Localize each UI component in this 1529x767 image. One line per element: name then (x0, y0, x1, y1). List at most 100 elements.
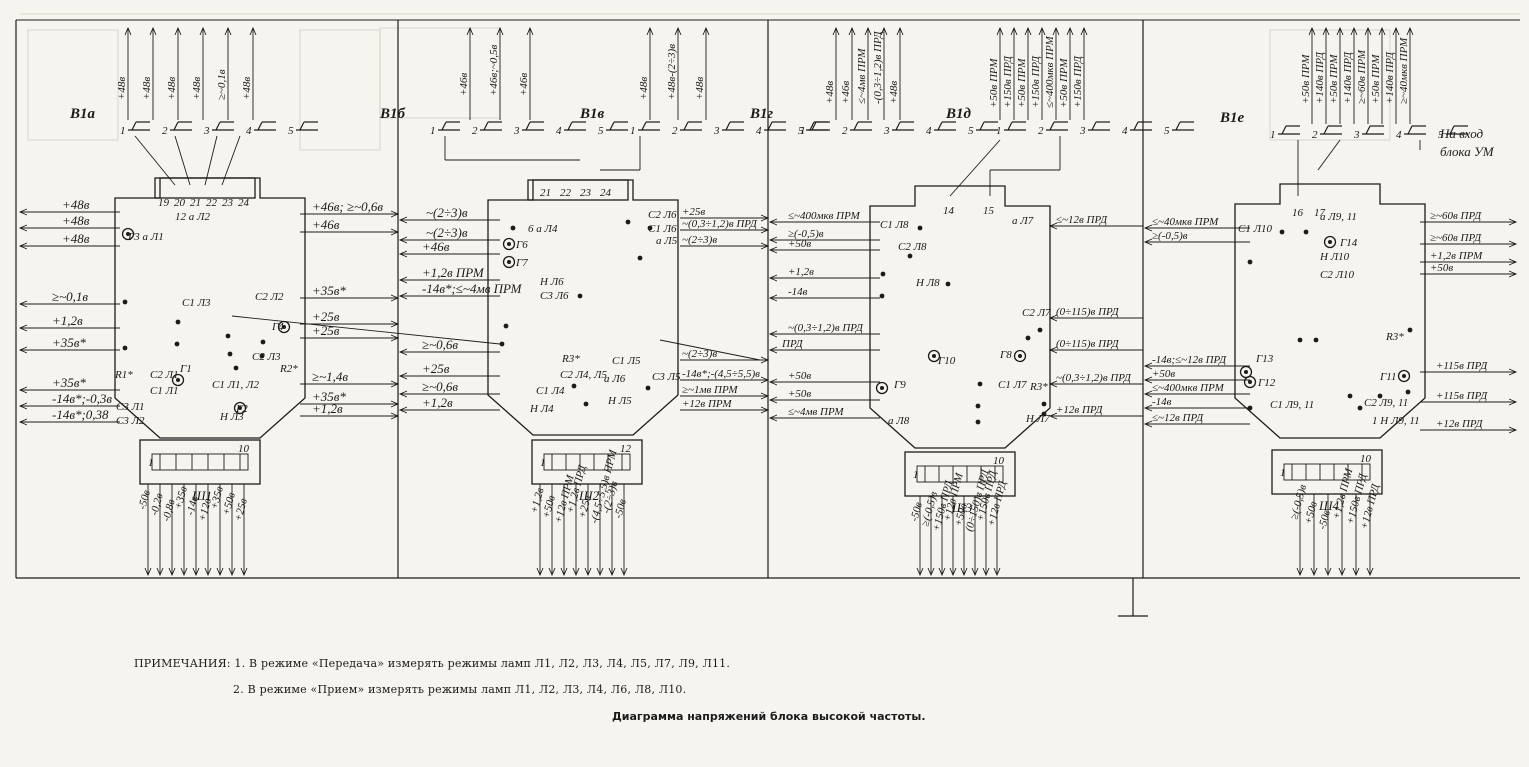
v1g-right-arrow-0-head (1048, 222, 1058, 230)
v1a-left-label-0: +48в (62, 197, 90, 212)
v1b-inner-label-1: Г6 (515, 239, 528, 251)
v1a-socket-pin-19: 19 (158, 197, 170, 209)
sw-v1b-pin-3: 3 (513, 125, 520, 137)
v1a-top-arrow-4-head (224, 26, 232, 36)
v1g-dot-11 (1041, 411, 1047, 417)
v1e-left-arrow-0-head (1143, 224, 1153, 232)
sw-v1v-pin-1: 1 (630, 125, 636, 137)
v1b-inner-label-10: С3 Л5 (652, 371, 681, 383)
v1v-top-arrow-0-head (646, 26, 654, 36)
v1a-socket-pin-23: 23 (222, 197, 234, 209)
v1b-connector-pins (543, 453, 631, 471)
v1a-bottom-voltage-1: -0,2в (148, 492, 165, 517)
v1e-node-g11 (1397, 369, 1411, 383)
v1a-link-2 (174, 135, 191, 186)
v1g-node-g8 (1013, 349, 1027, 363)
v1g-inner-label-7: Г10 (937, 355, 956, 367)
sw-v1v-blade-4 (767, 121, 773, 131)
v1b-inner-label-6: С2 Л4, Л5 (560, 369, 607, 381)
v1g-dot-9 (975, 419, 981, 425)
v1b-left-label-6: +25в (422, 361, 450, 376)
v1b-bottom-arrow-4-head (584, 567, 592, 577)
v1v-right-label-1: ~(0,3÷1,2)в ПРД (682, 218, 758, 230)
v1g-bottom-arrow-7-head (993, 567, 1001, 577)
v1g-inner-label-2: Н Л8 (915, 277, 940, 289)
v1b-left-arrow-7-head (398, 390, 408, 398)
sw-v1g-label: В1г (749, 106, 774, 122)
v1e-left-arrow-1-head (1143, 238, 1153, 246)
v1a-bottom-arrow-4-head (192, 567, 200, 577)
sw-v1d-blade-3 (1091, 121, 1097, 131)
v1g-top-voltage-1: +46в (840, 81, 852, 104)
v1a-left-arrow-0-head (18, 208, 28, 216)
sw-v1g-pin-4: 4 (926, 125, 932, 137)
v1d-top-arrow-3-head (1038, 26, 1046, 36)
v1b-top-arrow-2-head (526, 26, 534, 36)
v1b-socket-pin-22: 22 (560, 187, 572, 199)
v1a-top-arrow-2-head (174, 26, 182, 36)
v1b-left-label-4: -14в*;≤~4мв ПРМ (422, 281, 523, 296)
v1e-left-arrow-4-head (1143, 390, 1153, 398)
sw-v1a-pin-2: 2 (162, 125, 168, 137)
v1a-right-label-2: +35в* (312, 283, 346, 298)
v1a-top-arrow-0-head (124, 26, 132, 36)
v1d-top-arrow-6-head (1080, 26, 1088, 36)
v1g-bottom-arrow-0-head (916, 567, 924, 577)
sw-v1d-blade-5 (1175, 121, 1181, 131)
v1g-left-label-7: +50в (788, 370, 811, 382)
v1e-top-voltage-2: +50в ПРМ (1328, 54, 1340, 104)
v1e-inner-label-9: С2 Л9, 11 (1364, 397, 1408, 409)
v1b-left-arrow-4-head (398, 292, 408, 300)
v1v-right-label-3: ~(2÷3)в (682, 348, 717, 360)
v1e-right-arrow-1-head (1508, 240, 1518, 248)
v1e-dot-10 (1357, 405, 1363, 411)
v1e-dot-5 (1407, 327, 1413, 333)
v1g-link-1 (949, 139, 1001, 197)
v1b-inner-label-4: С3 Л6 (540, 290, 569, 302)
v1e-inner-label-10: 1 Н Л9, 11 (1372, 415, 1420, 427)
v1v-right-arrow-6-head (760, 406, 770, 414)
v1b-bottom-arrow-0-head (536, 567, 544, 577)
v1a-left-arrow-6-head (18, 386, 28, 394)
v1g-left-label-5: ~(0,3÷1,2)в ПРД (788, 322, 864, 334)
v1g-socket-pin-14: 14 (943, 205, 955, 217)
v1g-left-label-9: ≤~4мв ПРМ (788, 406, 844, 418)
v1b-inner-label-8: Н Л4 (529, 403, 554, 415)
v1g-node-g9 (875, 381, 889, 395)
v1d-top-voltage-6: +150в ПРД (1072, 55, 1084, 108)
v1b-dot-1 (577, 293, 583, 299)
v1a-socket-pin-21: 21 (190, 197, 201, 209)
v1g-node-g9-core (880, 386, 884, 390)
sw-v1b-pin-2: 2 (472, 125, 478, 137)
v1e-bottom-voltage-2: -50в (1316, 509, 1333, 531)
v1a-socket-pin-20: 20 (174, 197, 186, 209)
v1a-inner-label-1: 12 а Л2 (175, 211, 210, 223)
v1a-node-g2 (233, 401, 247, 415)
v1v-top-arrow-1-head (674, 26, 682, 36)
v1a-left-label-5: +35в* (52, 335, 86, 350)
v1e-inner-label-5: Г13 (1255, 353, 1274, 365)
v1b-left-label-2: +46в (422, 239, 450, 254)
v1e-top-arrow-3-head (1350, 26, 1358, 36)
v1e-dot-1 (1303, 229, 1309, 235)
v1a-v1b-cross-line (231, 315, 501, 345)
sw-v1d-pin-4: 4 (1122, 125, 1128, 137)
v1a-inner-label-9: Н Л3 (219, 411, 244, 423)
v1b-left-label-8: +1,2в (422, 395, 453, 410)
sw-v1d-blade-1 (1007, 121, 1013, 131)
v1g-left-label-1: ≥(-0,5)в (788, 228, 824, 240)
v1g-dot-3 (879, 293, 885, 299)
v1e-right-arrow-4-head (1508, 368, 1518, 376)
v1a-bottom-arrow-5-head (204, 567, 212, 577)
v1a-left-label-7: -14в*;-0,3в (52, 391, 112, 406)
v1b-top-voltage-2: +46в (518, 73, 530, 96)
v1e-right-label-5: +115в ПРД (1436, 390, 1488, 402)
v1b-inner-label-5: С1 Л5 (612, 355, 641, 367)
v1g-dot-0 (917, 225, 923, 231)
v1a-right-arrow-7-head (390, 412, 400, 420)
v1a-node-g3 (121, 227, 135, 241)
v1e-right-arrow-6-head (1508, 426, 1518, 434)
v1e-bottom-arrow-0-head (1296, 567, 1304, 577)
v1g-left-arrow-2-head (768, 246, 778, 254)
